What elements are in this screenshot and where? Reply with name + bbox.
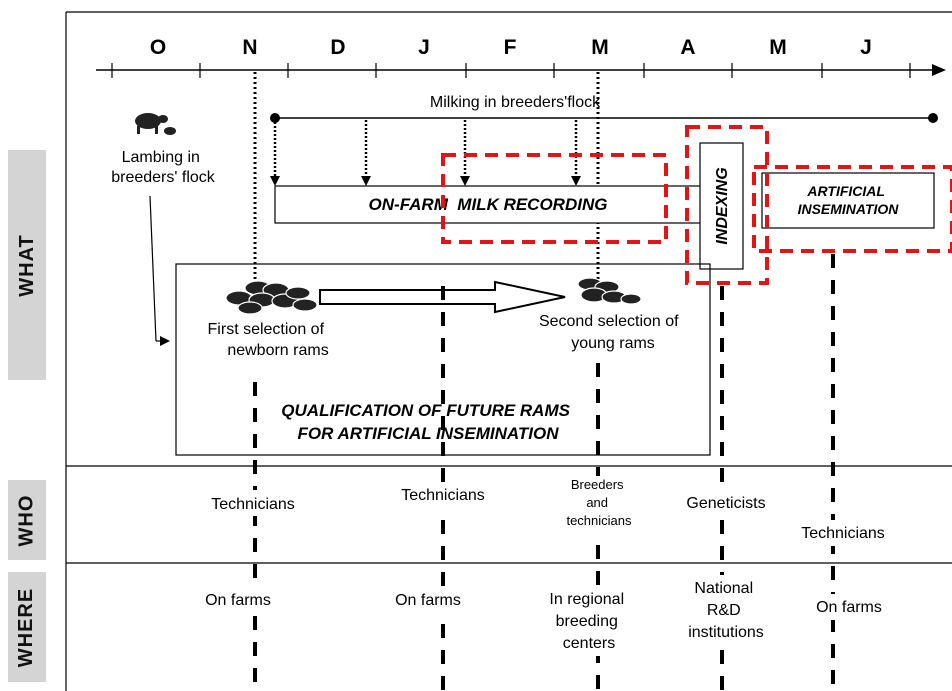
who-third-period: Breeders and technicians [566, 477, 632, 528]
highlight-artificial-insemination [752, 165, 952, 253]
month-label-oct: O [150, 36, 166, 59]
month-label-may: M [769, 36, 787, 59]
who-first-period: Technicians [211, 496, 295, 513]
highlight-milk-recording [441, 153, 668, 244]
milking-period-line [270, 113, 938, 123]
what-row-label: WHAT [8, 150, 46, 380]
on-farm-milk-recording-label: ON-FARM MILK RECORDING [369, 195, 608, 214]
young-rams-flock-icon [577, 277, 642, 305]
where-first-period: On farms [205, 592, 271, 609]
milking-label: Milking in breeders'flock [430, 94, 601, 111]
where-second-period: On farms [395, 592, 461, 609]
milk-recording-arrows [273, 120, 578, 178]
who-row-label: WHO [8, 480, 46, 560]
month-label-jun: J [860, 36, 872, 59]
indexing-label: INDEXING [714, 167, 731, 244]
first-selection-label: First selection of newborn rams [208, 321, 329, 359]
where-third-period: In regional breeding centers [549, 591, 628, 652]
where-fourth-period: National R&D institutions [688, 580, 764, 641]
where-fifth-period: On farms [816, 599, 882, 616]
artificial-insemination-label: ARTIFICIAL INSEMINATION [798, 183, 900, 217]
month-labels: O N D J F M A M J [150, 36, 872, 59]
month-label-mar: M [591, 36, 609, 59]
milk-recording-arrowheads [270, 176, 581, 186]
month-label-apr: A [680, 36, 695, 59]
second-selection-label: Second selection of young rams [539, 313, 683, 352]
newborn-rams-flock-icon [225, 280, 318, 315]
who-second-period: Technicians [401, 487, 485, 504]
where-row-label: WHERE [8, 572, 46, 682]
month-label-dec: D [330, 36, 345, 59]
diagram-frame [65, 11, 952, 691]
indexing-box [699, 142, 744, 270]
where-row: On farms On farms In regional breeding c… [186, 575, 900, 656]
artificial-insemination-box [761, 172, 935, 229]
who-row: Technicians Technicians Breeders and tec… [186, 476, 910, 546]
qualification-label: QUALIFICATION OF FUTURE RAMS FOR ARTIFIC… [281, 401, 574, 443]
who-fourth-period: Geneticists [686, 495, 765, 512]
month-label-nov: N [242, 36, 257, 59]
ewe-icon [135, 113, 176, 135]
month-label-jan: J [418, 36, 430, 59]
timeline-axis [96, 63, 946, 78]
lambing-arrow [149, 195, 170, 346]
highlight-indexing [685, 125, 769, 285]
who-fifth-period: Technicians [801, 525, 885, 542]
lambing-label: Lambing in breeders' flock [111, 149, 216, 186]
highlight-boxes [441, 125, 952, 285]
month-label-feb: F [504, 36, 517, 59]
